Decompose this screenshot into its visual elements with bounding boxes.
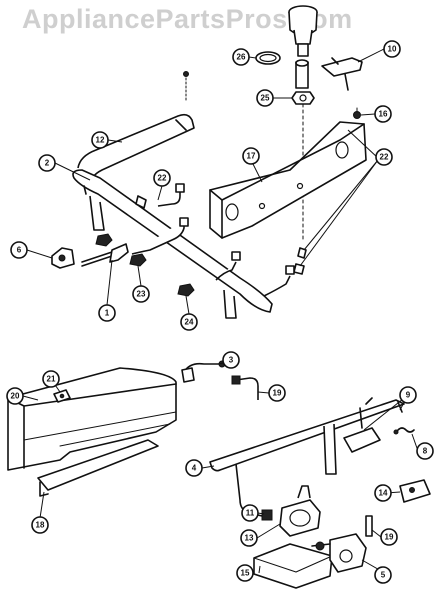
callout-12-label: 12 [96,136,105,145]
igniter-part-1[interactable] [81,243,129,267]
leader-lines [22,48,419,574]
callout-22a: 22 [375,148,393,166]
callout-24-label: 24 [185,318,194,327]
callout-4-label: 4 [192,464,197,473]
callout-20: 20 [6,387,24,405]
electrode-part[interactable] [321,57,363,91]
callout-8: 8 [416,442,434,460]
callout-26: 26 [232,48,250,66]
screw-part-22b[interactable] [293,263,305,275]
callout-1-label: 1 [105,309,110,318]
spring-part-8[interactable] [393,427,415,435]
manifold-pipe-part[interactable] [72,169,273,319]
gas-line-part-a[interactable] [157,183,185,207]
callout-18-label: 18 [36,521,45,530]
bracket-part-21[interactable] [53,389,71,403]
callout-3-label: 3 [229,356,234,365]
callout-6-label: 6 [17,246,22,255]
callout-3: 3 [222,351,240,369]
callout-5-label: 5 [381,571,386,580]
control-valve-part-5[interactable] [311,533,367,573]
nut-part-25[interactable] [291,91,315,105]
callout-2-label: 2 [45,159,50,168]
callout-13: 13 [240,529,258,547]
orifice-part-11[interactable] [261,509,273,521]
fitting-part-19b[interactable] [365,515,373,537]
gas-line-part-b[interactable] [131,217,189,255]
screw-part-22c[interactable] [135,195,147,209]
callout-21: 21 [42,370,60,388]
callout-18: 18 [31,516,49,534]
pressure-regulator-top[interactable] [288,5,318,57]
gas-line-part-d[interactable] [263,265,295,297]
callout-22b-label: 22 [158,174,167,183]
callout-12: 12 [91,131,109,149]
callout-16-label: 16 [379,110,388,119]
valve-clip-part-6[interactable] [51,247,75,269]
nut-part-23[interactable] [129,253,147,267]
callout-26-label: 26 [237,53,246,62]
heat-shield-part-20[interactable] [7,367,177,471]
hose-part-3[interactable] [181,360,226,383]
callout-23-label: 23 [137,290,146,299]
callout-14: 14 [374,484,392,502]
screw-part-16[interactable] [353,107,361,119]
callout-1: 1 [98,304,116,322]
callout-5: 5 [374,566,392,584]
callout-19b-label: 19 [385,533,394,542]
gas-valve-part-13[interactable] [279,485,321,537]
callout-10: 10 [383,40,401,58]
callout-20-label: 20 [11,392,20,401]
callout-13-label: 13 [245,534,254,543]
o-ring-part[interactable] [255,51,281,65]
mounting-plate-part-15[interactable] [253,543,333,589]
callout-6: 6 [10,241,28,259]
callout-17-label: 17 [247,152,256,161]
callout-19a: 19 [268,384,286,402]
nut-part-a[interactable] [95,233,113,247]
ignition-switch-part-9[interactable] [343,397,381,453]
fitting-part-19a[interactable] [231,375,259,400]
screw-part-top[interactable] [183,71,189,101]
callout-11: 11 [241,504,259,522]
callout-9: 9 [399,386,417,404]
callout-9-label: 9 [406,391,411,400]
callout-16: 16 [374,105,392,123]
callout-8-label: 8 [423,447,428,456]
callout-2: 2 [38,154,56,172]
bracket-part[interactable] [209,121,367,239]
callout-21-label: 21 [47,375,56,384]
support-bracket-part-18[interactable] [37,439,159,497]
callout-15: 15 [236,564,254,582]
gas-tube-part-4[interactable] [209,399,405,517]
callout-22b: 22 [153,169,171,187]
valve-part-14[interactable] [399,479,431,503]
nipple-part[interactable] [295,59,309,89]
callout-4: 4 [185,459,203,477]
callout-24: 24 [180,313,198,331]
callout-23: 23 [132,285,150,303]
callout-11-label: 11 [246,509,255,518]
callout-15-label: 15 [241,569,250,578]
callout-25: 25 [256,89,274,107]
callout-14-label: 14 [379,489,388,498]
nut-part-24[interactable] [177,283,195,297]
callout-17: 17 [242,147,260,165]
callout-19b: 19 [380,528,398,546]
gas-line-part-c[interactable] [215,251,241,281]
callout-19a-label: 19 [273,389,282,398]
callout-25-label: 25 [261,94,270,103]
callout-22a-label: 22 [380,153,389,162]
callout-10-label: 10 [388,45,397,54]
